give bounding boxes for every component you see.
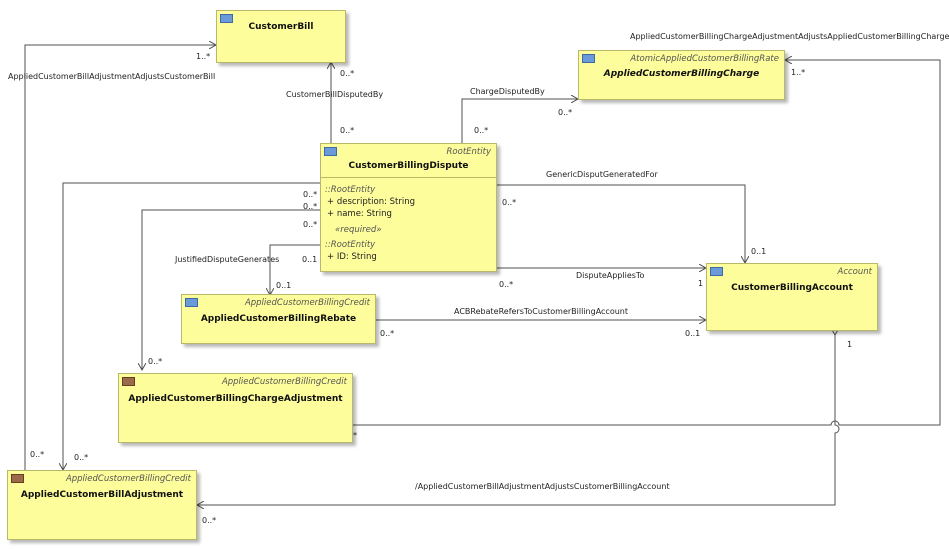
class-name: AppliedCustomerBillingRebate: [200, 314, 357, 324]
class-stereotype: RootEntity: [446, 147, 491, 157]
assoc-generic-disput-generated-for: [497, 185, 745, 263]
class-name: CustomerBillingAccount: [731, 283, 853, 293]
attr-group-label: ::RootEntity: [325, 185, 376, 195]
class-icon: [185, 298, 198, 307]
assoc-label-bill-disputed-by: CustomerBillDisputedBy: [286, 90, 384, 99]
multiplicity: 0..*: [202, 516, 217, 525]
class-icon: [582, 54, 595, 63]
multiplicity: 0..*: [303, 220, 318, 229]
class-customer-billing-account[interactable]: Account CustomerBillingAccount: [706, 263, 878, 331]
multiplicity: 0..*: [499, 280, 514, 289]
class-icon: [122, 377, 135, 386]
multiplicity: 0..*: [502, 198, 517, 207]
assoc-label-charge-disputed-by: ChargeDisputedBy: [470, 87, 545, 96]
multiplicity: 0..*: [148, 357, 163, 366]
class-customer-bill[interactable]: CustomerBill: [216, 10, 346, 63]
class-name: AppliedCustomerBillingCharge: [603, 69, 760, 79]
assoc-bill-adj-adjusts-account: [197, 335, 840, 505]
multiplicity: 1..*: [196, 52, 211, 61]
multiplicity: 0..*: [558, 108, 573, 117]
class-name: AppliedCustomerBillingChargeAdjustment: [128, 394, 343, 404]
multiplicity: 0..1: [751, 247, 767, 256]
class-customer-billing-dispute[interactable]: RootEntity CustomerBillingDispute ::Root…: [320, 143, 497, 272]
multiplicity: 0..*: [303, 190, 318, 199]
class-applied-customer-billing-rebate[interactable]: AppliedCustomerBillingCredit AppliedCust…: [181, 294, 376, 344]
attr-description: + description: String: [327, 197, 416, 207]
class-name: AppliedCustomerBillAdjustment: [20, 490, 184, 500]
assoc-label-dispute-applies-to: DisputeAppliesTo: [576, 271, 645, 280]
assoc-bill-adjustment-customer-bill: [24, 45, 216, 470]
class-stereotype: AppliedCustomerBillingCredit: [244, 298, 370, 308]
assoc-label-bill-adj-customer-bill: AppliedCustomerBillAdjustmentAdjustsCust…: [8, 72, 216, 81]
class-icon: [710, 267, 723, 276]
assoc-label-justified-dispute: JustifiedDisputeGenerates: [175, 255, 280, 264]
class-name: CustomerBillingDispute: [348, 161, 469, 171]
class-applied-customer-billing-charge[interactable]: AtomicAppliedCustomerBillingRate Applied…: [578, 50, 785, 100]
assoc-label-acb-rebate: ACBRebateRefersToCustomerBillingAccount: [454, 307, 628, 316]
multiplicity: 0..*: [340, 126, 355, 135]
multiplicity: 0..*: [303, 202, 318, 211]
assoc-label-generic-disput: GenericDisputGeneratedFor: [546, 170, 658, 179]
multiplicity: 0..*: [380, 329, 395, 338]
class-icon: [220, 14, 233, 23]
multiplicity: *: [353, 431, 357, 440]
attr-required-stereotype: «required»: [335, 225, 382, 235]
class-stereotype: Account: [837, 267, 872, 277]
multiplicity: 0..*: [474, 126, 489, 135]
multiplicity: 0..*: [340, 69, 355, 78]
assoc-charge-disputed-by: [461, 99, 578, 143]
multiplicity: 0..1: [302, 255, 318, 264]
multiplicity: 1: [847, 340, 853, 349]
class-stereotype: AppliedCustomerBillingCredit: [221, 377, 347, 387]
assoc-dispute-bill-adjustment-1: [63, 183, 320, 470]
compartment-divider: [321, 177, 496, 178]
multiplicity: 0..*: [30, 450, 45, 459]
class-icon: [11, 474, 24, 483]
class-applied-customer-billing-charge-adjustment[interactable]: AppliedCustomerBillingCredit AppliedCust…: [118, 373, 353, 443]
attr-name: + name: String: [327, 209, 392, 219]
assoc-dispute-charge-adjustment: [142, 210, 320, 370]
multiplicity: 0..1: [685, 329, 701, 338]
class-applied-customer-bill-adjustment[interactable]: AppliedCustomerBillingCredit AppliedCust…: [7, 470, 197, 540]
assoc-charge-adjustment-adjusts-charge: [353, 60, 941, 425]
class-stereotype: AppliedCustomerBillingCredit: [65, 474, 191, 484]
multiplicity: 0..*: [74, 453, 89, 462]
class-name: CustomerBill: [248, 22, 314, 32]
class-stereotype: AtomicAppliedCustomerBillingRate: [630, 54, 779, 64]
attr-group-label: ::RootEntity: [325, 240, 376, 250]
multiplicity: 1: [698, 279, 704, 288]
attr-id: + ID: String: [327, 252, 377, 262]
assoc-label-bill-adj-account: /AppliedCustomerBillAdjustmentAdjustsCus…: [415, 482, 670, 491]
assoc-label-charge-adj-adjusts: AppliedCustomerBillingChargeAdjustmentAd…: [630, 32, 949, 41]
class-icon: [324, 147, 337, 156]
multiplicity: 0..1: [276, 281, 292, 290]
multiplicity: 1..*: [791, 68, 806, 77]
